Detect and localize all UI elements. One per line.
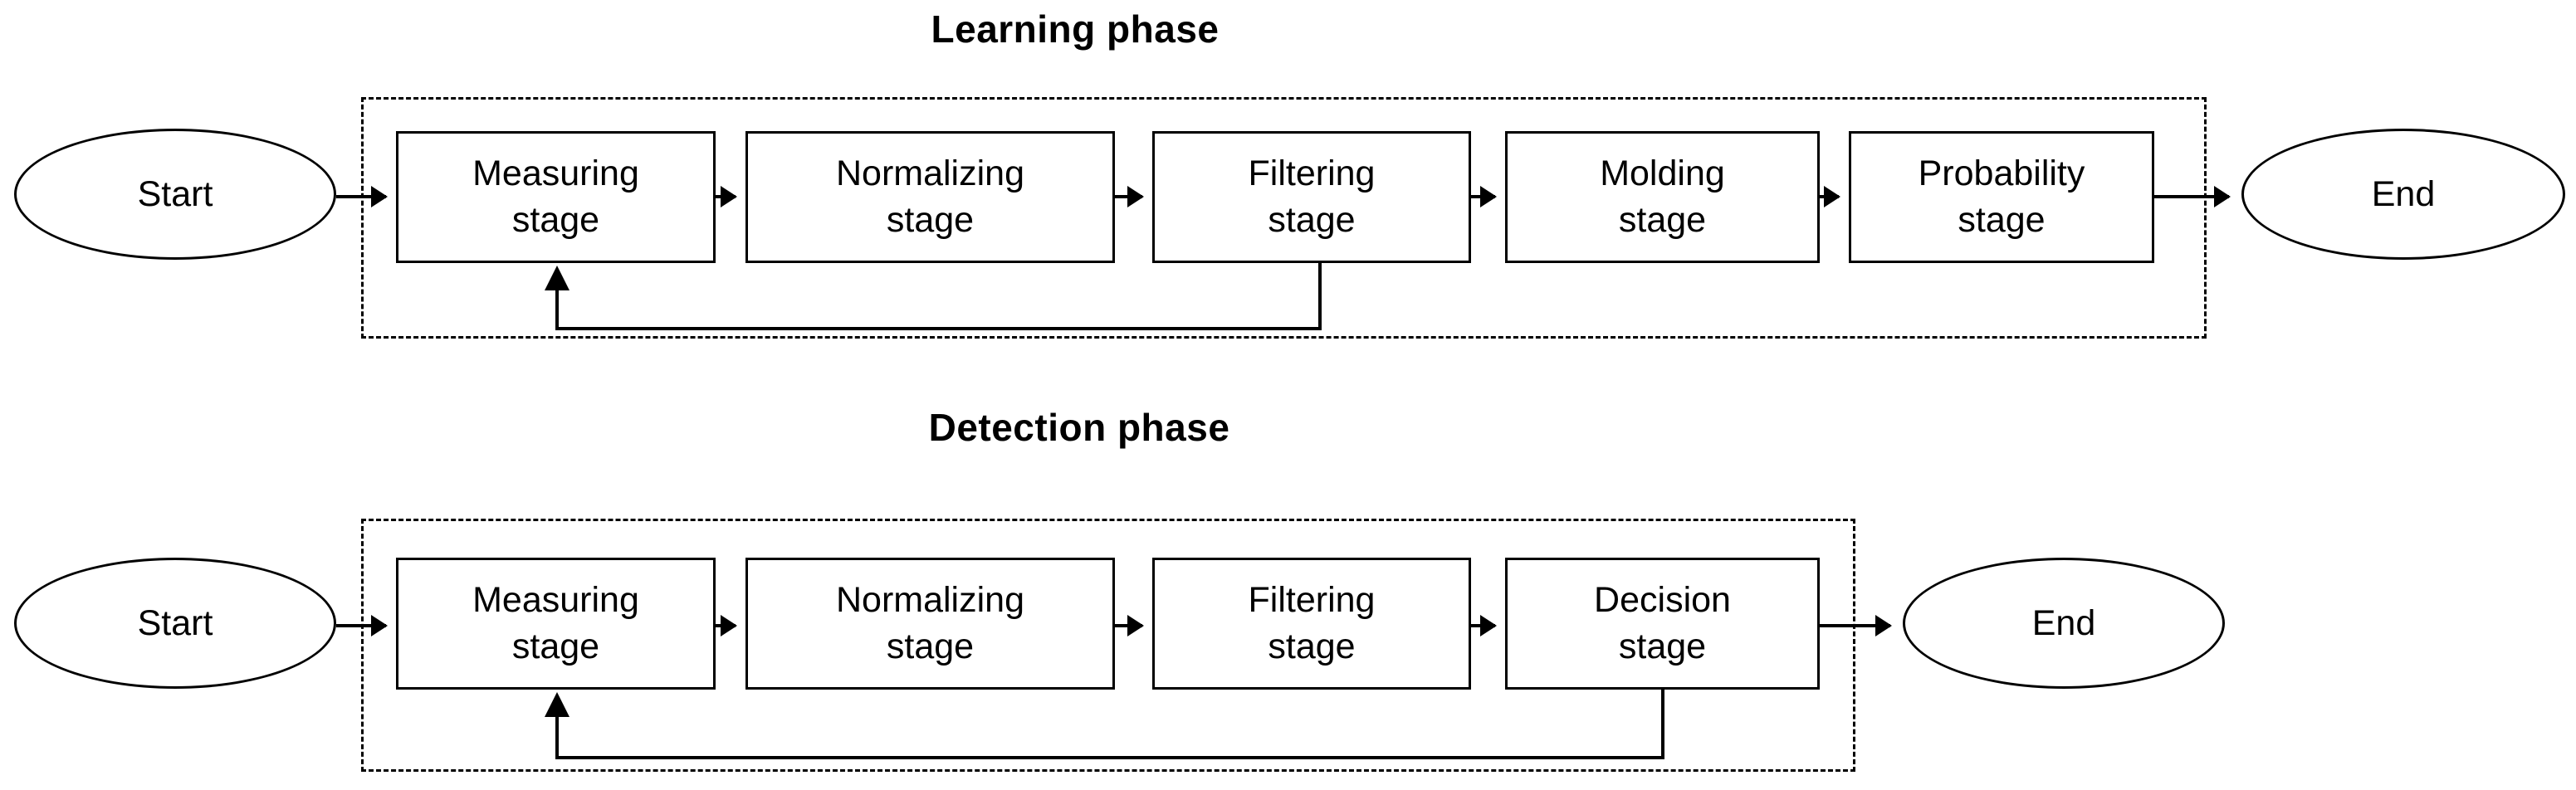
stage-label-line1: Normalizing xyxy=(835,154,1024,194)
learning-start-label: Start xyxy=(137,173,213,214)
detection-end-terminator[interactable]: End xyxy=(1903,558,2225,689)
detection-arrow-decision-to-end xyxy=(1820,624,1890,627)
detection-arrow-filtering-to-decision xyxy=(1471,624,1495,627)
stage-label-line1: Decision xyxy=(1594,580,1731,621)
learning-arrow-measuring-to-normalizing xyxy=(716,195,736,198)
stage-label-line2: stage xyxy=(511,199,600,240)
detection-end-label: End xyxy=(2031,602,2096,643)
stage-label-line1: Normalizing xyxy=(835,580,1024,621)
learning-stage-normalizing[interactable]: Normalizing stage xyxy=(745,131,1115,263)
learning-stage-probability[interactable]: Probability stage xyxy=(1849,131,2154,263)
stage-label-line2: stage xyxy=(1958,199,2046,240)
stage-label-line1: Measuring xyxy=(472,580,639,621)
stage-label-line2: stage xyxy=(1268,199,1356,240)
detection-start-terminator[interactable]: Start xyxy=(14,558,336,689)
stage-label-line2: stage xyxy=(1618,199,1707,240)
stage-label-line1: Filtering xyxy=(1248,154,1376,194)
learning-end-terminator[interactable]: End xyxy=(2241,129,2565,260)
stage-label-line2: stage xyxy=(886,626,975,666)
stage-label-line1: Molding xyxy=(1600,154,1725,194)
stage-label-line1: Probability xyxy=(1918,154,2085,194)
detection-arrow-start-to-measuring xyxy=(336,624,386,627)
detection-start-label: Start xyxy=(137,602,213,643)
detection-phase-dashed-region xyxy=(361,519,1855,772)
stage-label-line2: stage xyxy=(1268,626,1356,666)
learning-end-label: End xyxy=(2371,173,2436,214)
stage-label-line1: Filtering xyxy=(1248,580,1376,621)
detection-stage-decision[interactable]: Decision stage xyxy=(1505,558,1820,690)
stage-label-line2: stage xyxy=(1618,626,1707,666)
learning-arrow-filtering-to-molding xyxy=(1471,195,1495,198)
learning-stage-molding[interactable]: Molding stage xyxy=(1505,131,1820,263)
detection-stage-normalizing[interactable]: Normalizing stage xyxy=(745,558,1115,690)
stage-label-line2: stage xyxy=(511,626,600,666)
learning-phase-dashed-region xyxy=(361,97,2207,339)
stage-label-line1: Measuring xyxy=(472,154,639,194)
learning-phase-title: Learning phase xyxy=(931,7,1220,51)
detection-arrow-measuring-to-normalizing xyxy=(716,624,736,627)
learning-arrow-probability-to-end xyxy=(2154,195,2229,198)
learning-arrow-normalizing-to-filtering xyxy=(1115,195,1142,198)
learning-stage-filtering[interactable]: Filtering stage xyxy=(1152,131,1471,263)
learning-arrow-start-to-measuring xyxy=(336,195,386,198)
learning-stage-measuring[interactable]: Measuring stage xyxy=(396,131,716,263)
learning-arrow-molding-to-probability xyxy=(1820,195,1839,198)
stage-label-line2: stage xyxy=(886,199,975,240)
learning-start-terminator[interactable]: Start xyxy=(14,129,336,260)
detection-arrow-normalizing-to-filtering xyxy=(1115,624,1142,627)
detection-phase-title: Detection phase xyxy=(928,406,1230,449)
detection-stage-measuring[interactable]: Measuring stage xyxy=(396,558,716,690)
detection-stage-filtering[interactable]: Filtering stage xyxy=(1152,558,1471,690)
